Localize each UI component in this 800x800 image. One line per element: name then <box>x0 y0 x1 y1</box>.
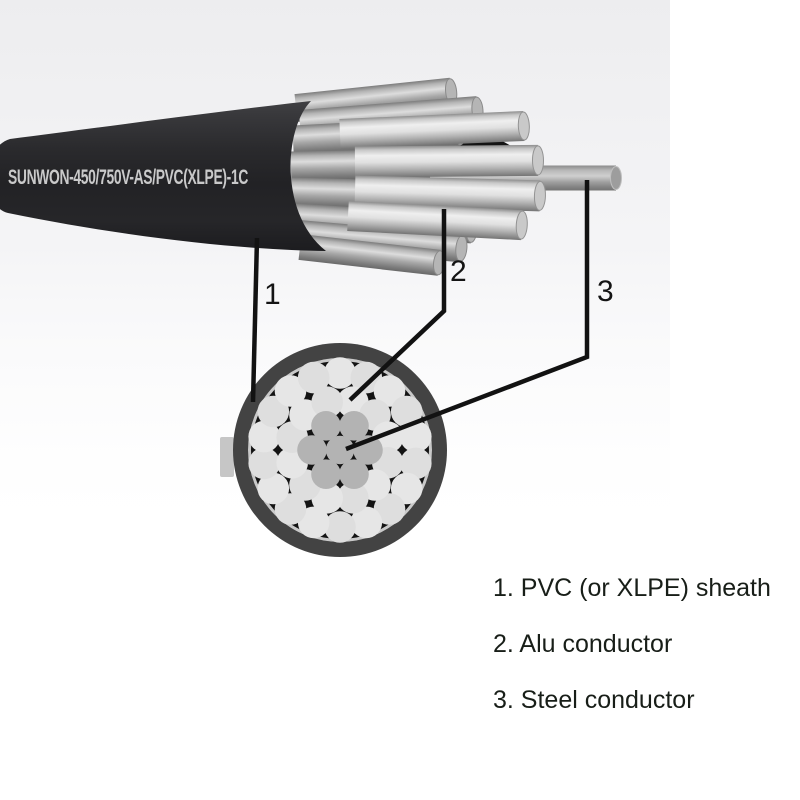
cross-section-steel-wire <box>297 435 327 465</box>
cross-section-aluminum-wire <box>248 447 280 480</box>
aluminum-strand <box>347 201 528 241</box>
cable-3d-view: SUNWON-450/750V-AS/PVC(XLPE)-1C <box>0 77 622 276</box>
cross-section-aluminum-wire <box>257 472 290 505</box>
cross-section-steel-wire <box>339 411 369 441</box>
legend: 1. PVC (or XLPE) sheath 2. Alu conductor… <box>493 574 771 714</box>
cross-section-steel-wire <box>339 459 369 489</box>
cross-section-aluminum-wire <box>324 357 356 389</box>
legend-item-sheath: 1. PVC (or XLPE) sheath <box>493 574 771 602</box>
cross-section-aluminum-wire <box>390 395 423 428</box>
leader-line-2 <box>348 209 447 402</box>
legend-item-alu-conductor: 2. Alu conductor <box>493 630 672 658</box>
aluminum-strand <box>354 144 544 178</box>
callout-number-3: 3 <box>597 275 614 308</box>
cross-section-aluminum-wire <box>350 506 383 539</box>
cross-section-aluminum-wire <box>274 375 307 407</box>
cross-section-aluminum-wire <box>311 386 343 418</box>
cable-cross-section <box>220 343 447 557</box>
aluminum-strand <box>339 110 530 149</box>
cross-section-aluminum-wire <box>350 361 383 394</box>
leader-lines <box>250 180 590 452</box>
legend-item-steel-conductor: 3. Steel conductor <box>493 686 695 714</box>
cross-section-steel-wire <box>311 459 341 489</box>
cross-section-steel-wire <box>311 411 341 441</box>
pvc-sheath-body <box>0 101 326 251</box>
cross-section-tab <box>220 437 234 477</box>
cross-section-aluminum-wire <box>337 482 369 514</box>
leader-line-1 <box>250 237 260 403</box>
cross-section-aluminum-wire <box>324 511 356 543</box>
sheath-print-text: SUNWON-450/750V-AS/PVC(XLPE)-1C <box>8 166 248 189</box>
cross-section-aluminum-wire <box>400 420 432 453</box>
aluminum-strand <box>354 175 546 212</box>
cross-section-aluminum-wire <box>297 361 330 394</box>
cross-section-steel-wire <box>325 435 355 465</box>
callout-number-2: 2 <box>450 255 467 288</box>
cross-section-aluminum-wire <box>400 447 432 480</box>
leader-line-3 <box>345 180 590 452</box>
aluminum-strand-layer-inner <box>339 110 546 241</box>
cross-section-aluminum-wire <box>373 493 406 525</box>
cross-section-aluminum-wire <box>297 506 330 539</box>
cross-section-aluminum-wire <box>248 420 280 453</box>
callout-number-1: 1 <box>264 278 281 311</box>
